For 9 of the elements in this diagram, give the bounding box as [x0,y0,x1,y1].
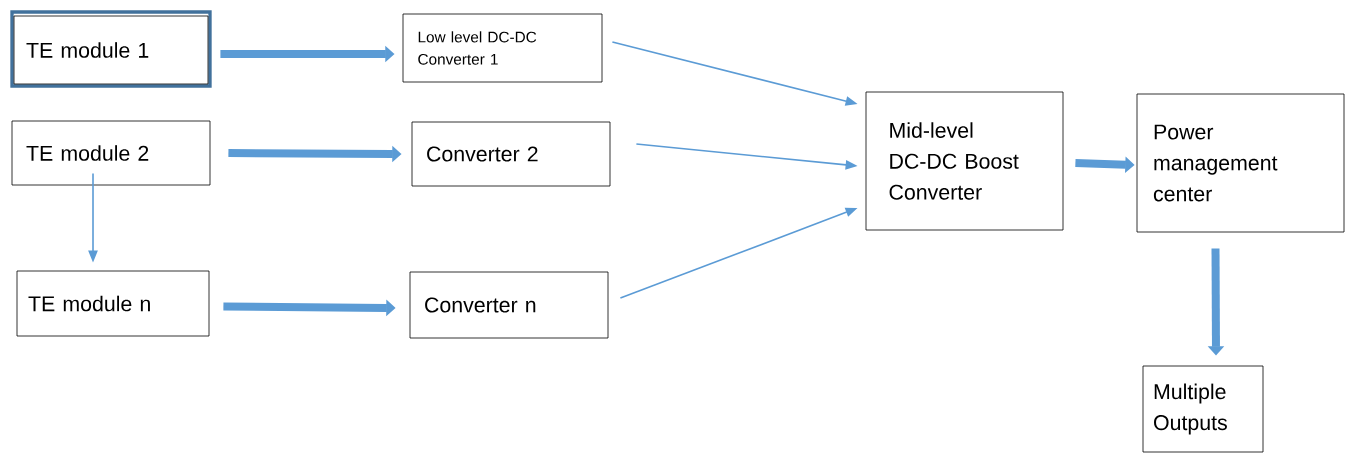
process-box: Multiple Outputs [1142,365,1264,453]
process-box: Low level DC-DC Converter 1 [402,13,603,83]
process-box: TE module 2 [11,120,211,186]
process-box: Converter 2 [411,121,611,187]
process-box: Converter n [409,271,609,339]
process-box: TE module n [16,270,210,337]
process-box: Mid-level DC-DC Boost Converter [865,91,1064,231]
process-box: Power management center [1136,93,1345,233]
process-box: TE module 1 [10,10,212,88]
